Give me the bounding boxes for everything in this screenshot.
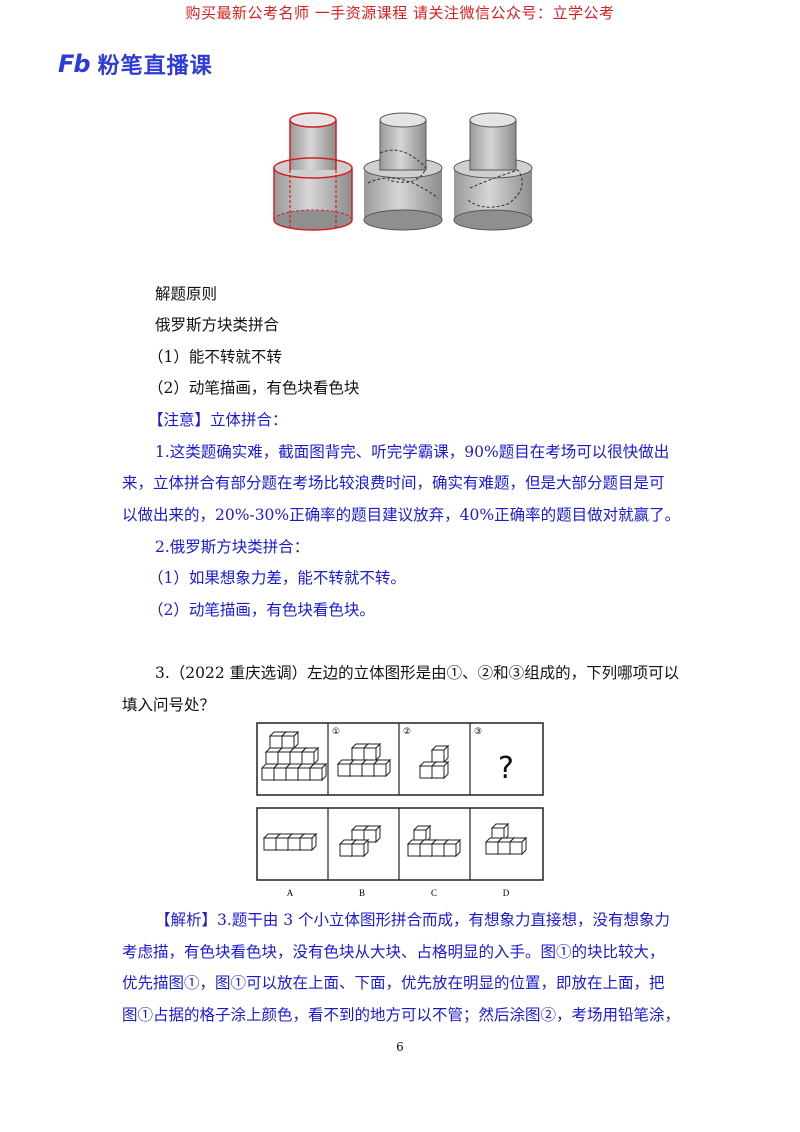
cylinder-figure — [273, 112, 533, 231]
shape-1 — [337, 743, 391, 777]
principles-subheading: 俄罗斯方块类拼合 — [155, 316, 280, 334]
cylinder-2 — [363, 112, 443, 231]
analysis-line-2: 考虑描，有色块看色块，没有色块从大块、占格明显的入手。图①的块比较大， — [122, 943, 665, 961]
logo-mark: Fb — [58, 50, 91, 78]
composite-shape — [261, 731, 327, 781]
analysis-line-4: 图①占据的格子涂上颜色，看不到的地方可以不管；然后涂图②，考场用铅笔涂， — [122, 1006, 681, 1024]
cell-label-3: ③ — [474, 727, 482, 737]
logo-text: 粉笔直播课 — [97, 54, 213, 79]
analysis-line-1: 【解析】3.题干由 3 个小立体图形拼合而成，有想象力直接想，没有想象力 — [155, 911, 671, 929]
brand-logo: Fb 粉笔直播课 — [58, 50, 213, 79]
principle-item-1: （1）能不转就不转 — [148, 348, 282, 366]
option-d-shape[interactable] — [485, 823, 527, 855]
note-para-2-item-1: （1）如果想象力差，能不转就不转。 — [148, 569, 406, 587]
question-mark: ? — [498, 751, 514, 786]
analysis-line-3: 优先描图①，图①可以放在上面、下面，优先放在明显的位置，即放在上面，把 — [122, 974, 665, 992]
note-para-2-item-2: （2）动笔描画，有色块看色块。 — [148, 601, 375, 619]
question-row: ? ① ② ③ — [256, 722, 544, 796]
option-c-shape[interactable] — [407, 825, 461, 857]
option-b-label[interactable]: B — [359, 888, 365, 898]
question-figure: ? ① ② ③ A B C D — [256, 722, 544, 898]
cell-label-1: ① — [332, 727, 340, 737]
note-title: 【注意】立体拼合： — [148, 411, 288, 429]
cylinder-1 — [273, 112, 353, 231]
option-d-label[interactable]: D — [503, 888, 510, 898]
option-c-label[interactable]: C — [431, 888, 437, 898]
cell-label-2: ② — [403, 727, 411, 737]
top-banner: 购买最新公考名师 一手资源课程 请关注微信公众号：立学公考 — [185, 4, 615, 22]
option-a-shape[interactable] — [263, 833, 317, 851]
note-para-1-line-1: 1.这类题确实难，截面图背完、听完学霸课，90%题目在考场可以很快做出 — [155, 443, 670, 461]
option-a-label[interactable]: A — [287, 888, 294, 898]
shape-2 — [419, 745, 449, 779]
question-line-1: 3.（2022 重庆选调）左边的立体图形是由①、②和③组成的，下列哪项可以 — [155, 664, 680, 682]
principles-heading: 解题原则 — [155, 285, 218, 303]
note-para-1-line-2: 来，立体拼合有部分题在考场比较浪费时间，确实有难题，但是大部分题目是可 — [122, 474, 665, 492]
page-number: 6 — [396, 1040, 404, 1054]
options-row: A B C D — [256, 807, 544, 898]
note-para-1-line-3: 以做出来的，20%-30%正确率的题目建议放弃，40%正确率的题目做对就赢了。 — [122, 506, 681, 524]
note-para-2: 2.俄罗斯方块类拼合： — [155, 538, 310, 556]
question-line-2: 填入问号处？ — [122, 696, 216, 714]
cylinder-3 — [453, 112, 533, 231]
principle-item-2: （2）动笔描画，有色块看色块 — [148, 379, 360, 397]
option-b-shape[interactable] — [339, 825, 381, 857]
